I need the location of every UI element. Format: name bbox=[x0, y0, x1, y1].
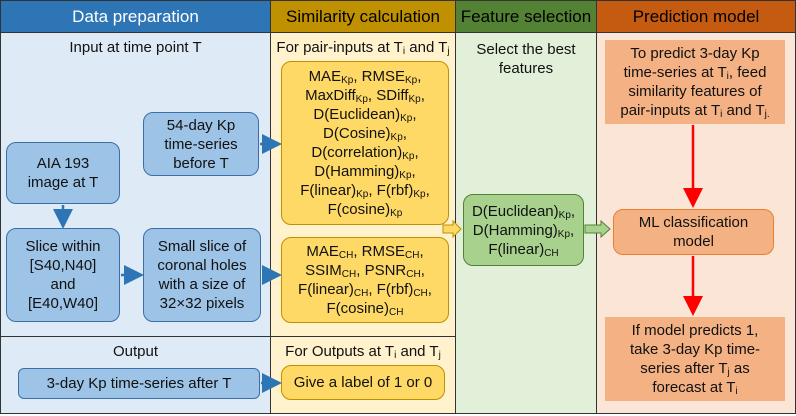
outputs-title: For Outputs at Ti and Tj bbox=[285, 343, 441, 361]
label-box: Give a label of 1 or 0 bbox=[281, 365, 445, 400]
kp-metric-line: D(Euclidean)Kp, bbox=[313, 106, 417, 124]
selected-features-box: D(Euclidean)Kp,D(Hamming)Kp,F(linear)CH bbox=[463, 194, 584, 266]
ch-metric-line: F(cosine)CH bbox=[326, 300, 404, 318]
ch-metric-line: MAECH, RMSECH, bbox=[306, 243, 424, 261]
kp-metrics-box: MAEKp, RMSEKp,MaxDiffKp, SDiffKp,D(Eucli… bbox=[281, 61, 449, 225]
selected-feature-line: F(linear)CH bbox=[488, 240, 559, 259]
input-title: Input at time point T bbox=[69, 39, 202, 56]
kp-metric-line: F(cosine)Kp bbox=[327, 201, 403, 219]
kp-metric-line: F(linear)Kp, F(rbf)Kp, bbox=[300, 182, 430, 200]
column-data-preparation: Data preparation bbox=[0, 0, 271, 414]
selected-feature-line: D(Euclidean)Kp, bbox=[471, 202, 576, 221]
kp-metric-line: D(correlation)Kp, bbox=[311, 144, 419, 162]
kp-metric-line: D(Hamming)Kp, bbox=[314, 163, 416, 181]
output-kp-box: 3-day Kp time-series after T bbox=[18, 368, 260, 399]
ch-metrics-box: MAECH, RMSECH,SSIMCH, PSNRCH,F(linear)CH… bbox=[281, 237, 449, 323]
pair-inputs-title: For pair-inputs at Ti and Tj bbox=[276, 39, 450, 57]
output-title: Output bbox=[112, 343, 159, 360]
selected-feature-line: D(Hamming)Kp, bbox=[472, 221, 575, 240]
forecast-rule-box: If model predicts 1, take 3-day Kp time-… bbox=[605, 317, 785, 401]
output-divider bbox=[1, 336, 270, 337]
predict-instruction-box: To predict 3-day Kp time-series at Ti, f… bbox=[605, 40, 785, 124]
kp-metric-line: MaxDiffKp, SDiffKp, bbox=[305, 87, 425, 105]
output-divider bbox=[271, 336, 455, 337]
ch-metric-line: F(linear)CH, F(rbf)CH, bbox=[298, 281, 432, 299]
ch-metric-line: SSIMCH, PSNRCH, bbox=[305, 262, 425, 280]
column-header-data-preparation: Data preparation bbox=[1, 1, 270, 33]
slice-box: Slice within[S40,N40]and[E40,W40] bbox=[6, 228, 120, 322]
column-header-similarity-calculation: Similarity calculation bbox=[271, 1, 455, 33]
kp-metric-line: MAEKp, RMSEKp, bbox=[308, 68, 422, 86]
kp-metric-line: D(Cosine)Kp, bbox=[323, 125, 407, 143]
column-header-feature-selection: Feature selection bbox=[456, 1, 596, 33]
column-header-prediction-model: Prediction model bbox=[597, 1, 795, 33]
